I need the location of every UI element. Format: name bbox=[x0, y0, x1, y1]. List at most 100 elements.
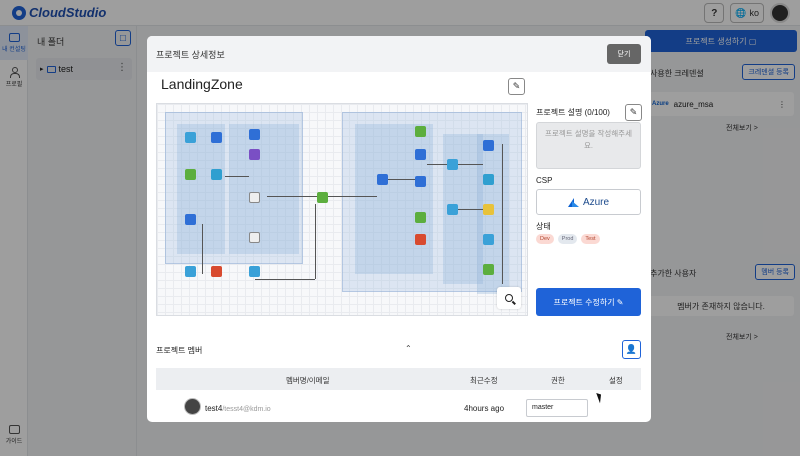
status-label: 상태 bbox=[536, 222, 551, 231]
column-header: 멤버명/이메일 bbox=[286, 376, 330, 385]
add-member-button[interactable]: 👤 bbox=[622, 340, 641, 359]
diagram-node-icon bbox=[447, 204, 458, 215]
diagram-subzone bbox=[229, 124, 299, 254]
csp-display: Azure bbox=[536, 189, 641, 215]
folder-item[interactable]: ▸ test ⋮ bbox=[36, 58, 132, 80]
column-header: 설정 bbox=[609, 376, 623, 385]
diagram-connector bbox=[315, 204, 316, 279]
credential-name: azure_msa bbox=[673, 99, 714, 109]
role-field[interactable]: master bbox=[526, 399, 588, 417]
diagram-node-icon bbox=[415, 234, 426, 245]
language-label: ko bbox=[749, 8, 759, 18]
diagram-node-icon bbox=[483, 234, 494, 245]
chevron-right-icon[interactable]: ▸ bbox=[40, 66, 44, 73]
diagram-node-icon bbox=[447, 159, 458, 170]
diagram-node-icon bbox=[483, 204, 494, 215]
diagram-node-icon bbox=[415, 126, 426, 137]
azure-logo-icon bbox=[567, 197, 579, 207]
diagram-connector bbox=[255, 279, 315, 280]
dashboard-icon bbox=[8, 33, 20, 42]
diagram-node-icon bbox=[483, 264, 494, 275]
diagram-node-icon bbox=[211, 169, 222, 180]
top-bar: CloudStudio ? 🌐 ko bbox=[0, 0, 800, 26]
modal-title: 프로젝트 상세정보 bbox=[156, 50, 225, 60]
person-icon bbox=[9, 66, 20, 78]
folder-label: test bbox=[58, 64, 74, 74]
diagram-connector bbox=[427, 164, 447, 165]
diagram-connector bbox=[328, 196, 377, 197]
status-badge: Test bbox=[581, 234, 600, 244]
view-all-link[interactable]: 전체보기 > bbox=[726, 125, 758, 132]
zoom-icon bbox=[505, 294, 513, 302]
kebab-menu-icon[interactable]: ⋮ bbox=[117, 62, 127, 73]
diagram-node-icon bbox=[249, 149, 260, 160]
left-rail: 내 컨설팅 프로필 가이드 bbox=[0, 26, 28, 456]
diagram-node-icon bbox=[415, 212, 426, 223]
folder-panel-title: 내 폴더 bbox=[37, 37, 65, 47]
diagram-connector bbox=[202, 224, 203, 274]
members-table-header: 멤버명/이메일 최근수정 권한 설정 bbox=[156, 368, 641, 390]
diagram-node-icon bbox=[185, 132, 196, 143]
zoom-in-button[interactable] bbox=[497, 287, 521, 309]
edit-name-button[interactable]: ✎ bbox=[508, 78, 525, 95]
add-folder-button[interactable]: ☐ bbox=[115, 30, 131, 46]
kebab-menu-icon[interactable]: ⋮ bbox=[778, 99, 786, 109]
rail-label: 프로필 bbox=[5, 81, 23, 88]
avatar bbox=[184, 398, 201, 415]
diagram-node-icon bbox=[185, 169, 196, 180]
member-email: /tesst4@kdm.io bbox=[222, 406, 271, 413]
rail-item-guide[interactable]: 가이드 bbox=[0, 418, 28, 452]
diagram-node-icon bbox=[483, 140, 494, 151]
diagram-node-icon bbox=[415, 149, 426, 160]
view-all-link[interactable]: 전체보기 > bbox=[726, 334, 758, 341]
diagram-node-icon bbox=[185, 266, 196, 277]
diagram-node-icon bbox=[483, 174, 494, 185]
member-updated: 4hours ago bbox=[464, 404, 505, 413]
diagram-node-icon bbox=[211, 132, 222, 143]
rail-label: 가이드 bbox=[5, 439, 23, 445]
language-button[interactable]: 🌐 ko bbox=[730, 3, 764, 23]
diagram-node-icon bbox=[211, 266, 222, 277]
architecture-diagram[interactable] bbox=[156, 103, 528, 316]
diagram-node-icon bbox=[249, 266, 260, 277]
credential-card[interactable]: Azure azure_msa ⋮ bbox=[648, 92, 794, 116]
modal-header: 프로젝트 상세정보 닫기 bbox=[147, 36, 651, 72]
user-avatar[interactable] bbox=[770, 3, 790, 23]
csp-value: Azure bbox=[582, 196, 610, 208]
help-button[interactable]: ? bbox=[704, 3, 725, 23]
globe-icon: 🌐 bbox=[735, 7, 747, 18]
column-header: 최근수정 bbox=[470, 376, 498, 385]
table-row: test4/tesst4@kdm.io 4hours ago master bbox=[156, 394, 641, 422]
folder-icon bbox=[46, 65, 56, 73]
diagram-connector bbox=[225, 176, 249, 177]
column-header: 권한 bbox=[551, 376, 565, 385]
edit-description-button[interactable]: ✎ bbox=[625, 104, 642, 121]
close-button[interactable]: 닫기 bbox=[607, 44, 641, 64]
empty-members-message: 멤버가 존재하지 않습니다. bbox=[648, 296, 794, 316]
csp-label: CSP bbox=[536, 176, 553, 185]
diagram-connector bbox=[502, 144, 503, 284]
credential-section-title: 사용한 크레덴셜 bbox=[650, 69, 704, 78]
rail-label: 내 컨설팅 bbox=[2, 47, 26, 53]
diagram-node-icon bbox=[249, 192, 260, 203]
member-name-email: test4/tesst4@kdm.io bbox=[205, 404, 271, 413]
diagram-node-icon bbox=[317, 192, 328, 203]
register-credential-button[interactable]: 크레덴셜 등록 bbox=[742, 64, 795, 80]
edit-project-button[interactable]: 프로젝트 수정하기 ✎ bbox=[536, 288, 641, 316]
diagram-connector bbox=[458, 209, 483, 210]
register-member-button[interactable]: 멤버 등록 bbox=[755, 264, 795, 280]
diagram-subzone bbox=[177, 124, 225, 254]
folder-panel: 내 폴더 ☐ ▸ test ⋮ bbox=[29, 26, 137, 456]
diagram-node-icon bbox=[415, 176, 426, 187]
description-field[interactable]: 프로젝트 설명을 작성해주세요. bbox=[536, 122, 641, 169]
rail-item-profile[interactable]: 프로필 bbox=[0, 60, 28, 94]
diagram-node-icon bbox=[377, 174, 388, 185]
create-project-button[interactable]: 프로젝트 생성하기 ▢ bbox=[645, 30, 797, 52]
project-detail-modal: 프로젝트 상세정보 닫기 LandingZone ✎ bbox=[147, 36, 651, 422]
chevron-up-icon[interactable]: ⌃ bbox=[405, 344, 412, 353]
member-section-title: 추가한 사용자 bbox=[650, 269, 697, 278]
diagram-connector bbox=[458, 164, 483, 165]
app-logo[interactable]: CloudStudio bbox=[12, 5, 106, 20]
rail-item-consulting[interactable]: 내 컨설팅 bbox=[0, 26, 28, 60]
right-panel: 프로젝트 생성하기 ▢ 사용한 크레덴셜 크레덴셜 등록 Azure azure… bbox=[642, 26, 800, 456]
